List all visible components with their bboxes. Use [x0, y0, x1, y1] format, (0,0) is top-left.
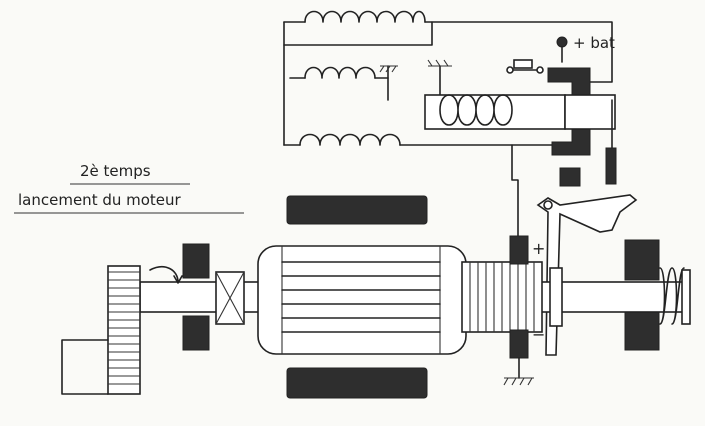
commutator [461, 261, 543, 333]
ground-symbol-bottom [503, 357, 534, 386]
title-line-1: 2è temps [80, 162, 151, 180]
hold-coil [304, 66, 376, 79]
title-line-2: lancement du moteur [18, 191, 182, 209]
solenoid-plunger [564, 94, 616, 130]
pinion-gear [61, 265, 141, 395]
front-bearing-top [182, 243, 210, 279]
drive-ring [549, 267, 563, 327]
front-bearing-bottom [182, 315, 210, 351]
plus-label: + [532, 239, 545, 258]
armature [257, 245, 467, 355]
battery-terminal: + bat [556, 34, 615, 63]
spring-block [559, 167, 581, 187]
rear-bearing-bottom [624, 309, 660, 351]
minus-label: − [532, 325, 545, 344]
lever-pivot [543, 200, 553, 210]
wiring-circuit [283, 21, 613, 239]
ring-gear [61, 339, 109, 395]
brush-positive [509, 235, 529, 265]
pole-shoe-top [286, 195, 428, 225]
plunger-link [605, 147, 617, 185]
freewheel-clutch [215, 271, 245, 325]
return-spring [659, 267, 685, 325]
field-coil-bottom [299, 133, 401, 146]
ground-symbol-middle [379, 65, 398, 73]
pole-shoe-bottom [286, 367, 428, 399]
solenoid [424, 67, 617, 185]
solenoid-coil [439, 94, 513, 126]
shaft-end [681, 269, 691, 325]
rotation-arrow [149, 266, 183, 284]
brush-negative [509, 329, 529, 359]
contact-switch [506, 59, 544, 74]
ground-symbol-top [427, 59, 452, 67]
rear-bearing-top [624, 239, 660, 281]
battery-label: + bat [573, 34, 615, 52]
field-coil-top [304, 10, 426, 23]
